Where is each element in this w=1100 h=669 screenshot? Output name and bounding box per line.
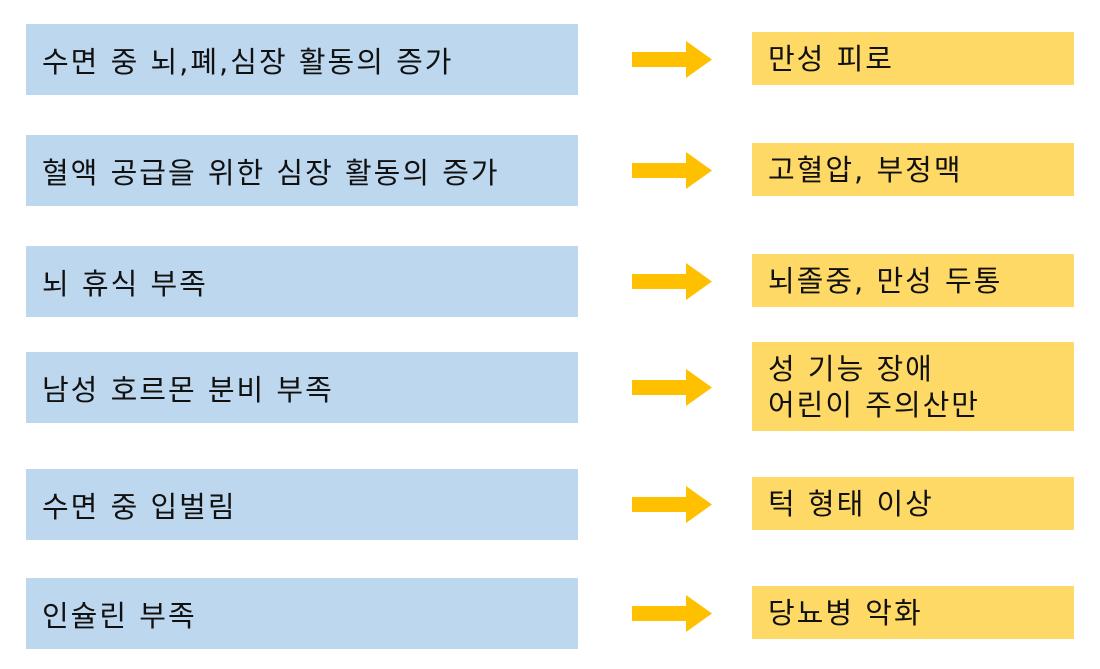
effect-text: 턱 형태 이상 — [768, 486, 934, 521]
right-arrow-icon — [632, 135, 714, 206]
cause-box: 수면 중 뇌,폐,심장 활동의 증가 — [26, 24, 578, 95]
effect-text: 고혈압, 부정맥 — [768, 152, 963, 187]
effect-text: 뇌졸중, 만성 두통 — [768, 263, 1003, 298]
right-arrow-icon — [632, 24, 714, 95]
effect-text: 어린이 주의산만 — [768, 387, 980, 422]
cause-box: 인슐린 부족 — [26, 578, 578, 649]
right-arrow-icon — [632, 469, 714, 540]
effect-box: 뇌졸중, 만성 두통 — [752, 254, 1074, 307]
cause-box: 혈액 공급을 위한 심장 활동의 증가 — [26, 135, 578, 206]
right-arrow-icon — [632, 246, 714, 317]
effect-text: 만성 피로 — [768, 41, 894, 76]
cause-box: 남성 호르몬 분비 부족 — [26, 352, 578, 423]
right-arrow-icon — [632, 352, 714, 423]
effect-box: 당뇨병 악화 — [752, 586, 1074, 639]
right-arrow-icon — [632, 578, 714, 649]
cause-box: 뇌 휴식 부족 — [26, 246, 578, 317]
effect-box: 성 기능 장애 어린이 주의산만 — [752, 342, 1074, 431]
effect-box: 턱 형태 이상 — [752, 477, 1074, 530]
effect-box: 고혈압, 부정맥 — [752, 143, 1074, 196]
effect-box: 만성 피로 — [752, 32, 1074, 85]
cause-box: 수면 중 입벌림 — [26, 469, 578, 540]
effect-text: 성 기능 장애 — [768, 351, 934, 386]
effect-text: 당뇨병 악화 — [768, 595, 923, 630]
